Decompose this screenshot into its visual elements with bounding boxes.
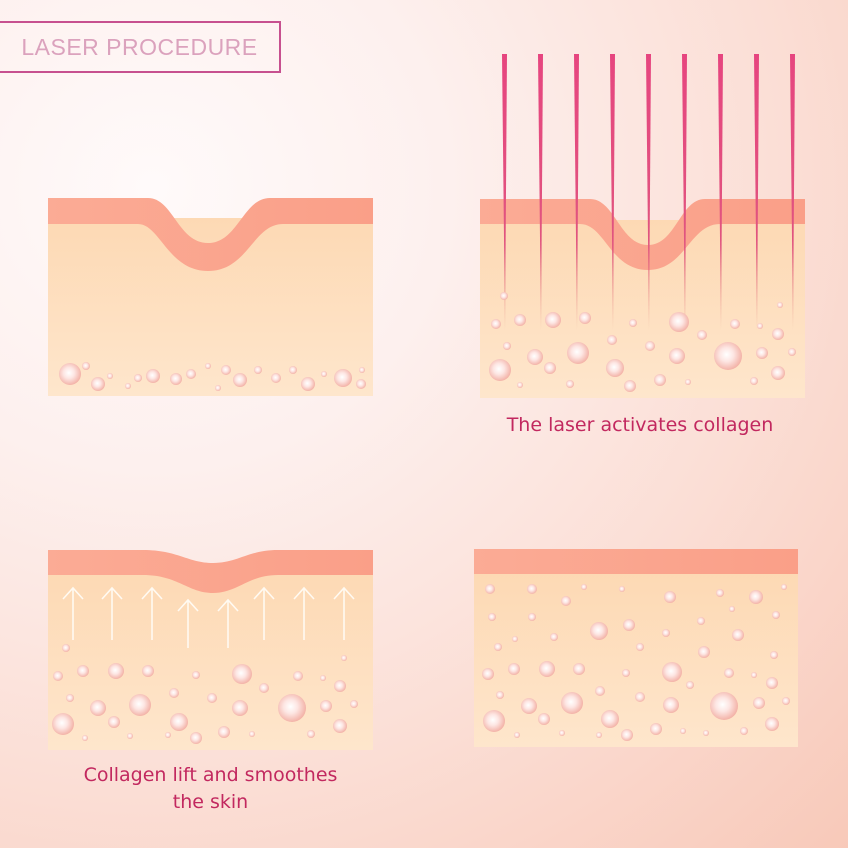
epidermis-layer — [48, 198, 373, 271]
dermis-layer — [474, 573, 798, 747]
collagen-bubbles — [489, 292, 796, 392]
dermis-layer — [48, 570, 373, 750]
collagen-bubbles — [482, 584, 790, 741]
collagen-bubbles — [59, 362, 366, 391]
epidermis-layer — [474, 549, 798, 574]
panel-collagen-lift — [48, 550, 373, 750]
panel-laser-treatment — [480, 54, 805, 398]
title-box: LASER PROCEDURE — [0, 21, 281, 73]
panel-smooth-skin — [474, 549, 798, 747]
caption-laser-activates: The laser activates collagen — [506, 414, 774, 436]
up-arrows — [62, 586, 355, 648]
caption-line-2: the skin — [172, 791, 249, 813]
panel-wrinkled-skin — [48, 198, 373, 396]
collagen-bubbles — [52, 644, 358, 744]
epidermis-layer — [48, 550, 373, 593]
caption-line-1: Collagen lift and smoothes — [83, 764, 338, 786]
page-title: LASER PROCEDURE — [21, 33, 258, 60]
epidermis-layer — [480, 199, 805, 270]
laser-beams — [502, 54, 795, 330]
caption-collagen-lift: Collagen lift and smoothes the skin — [48, 762, 373, 816]
